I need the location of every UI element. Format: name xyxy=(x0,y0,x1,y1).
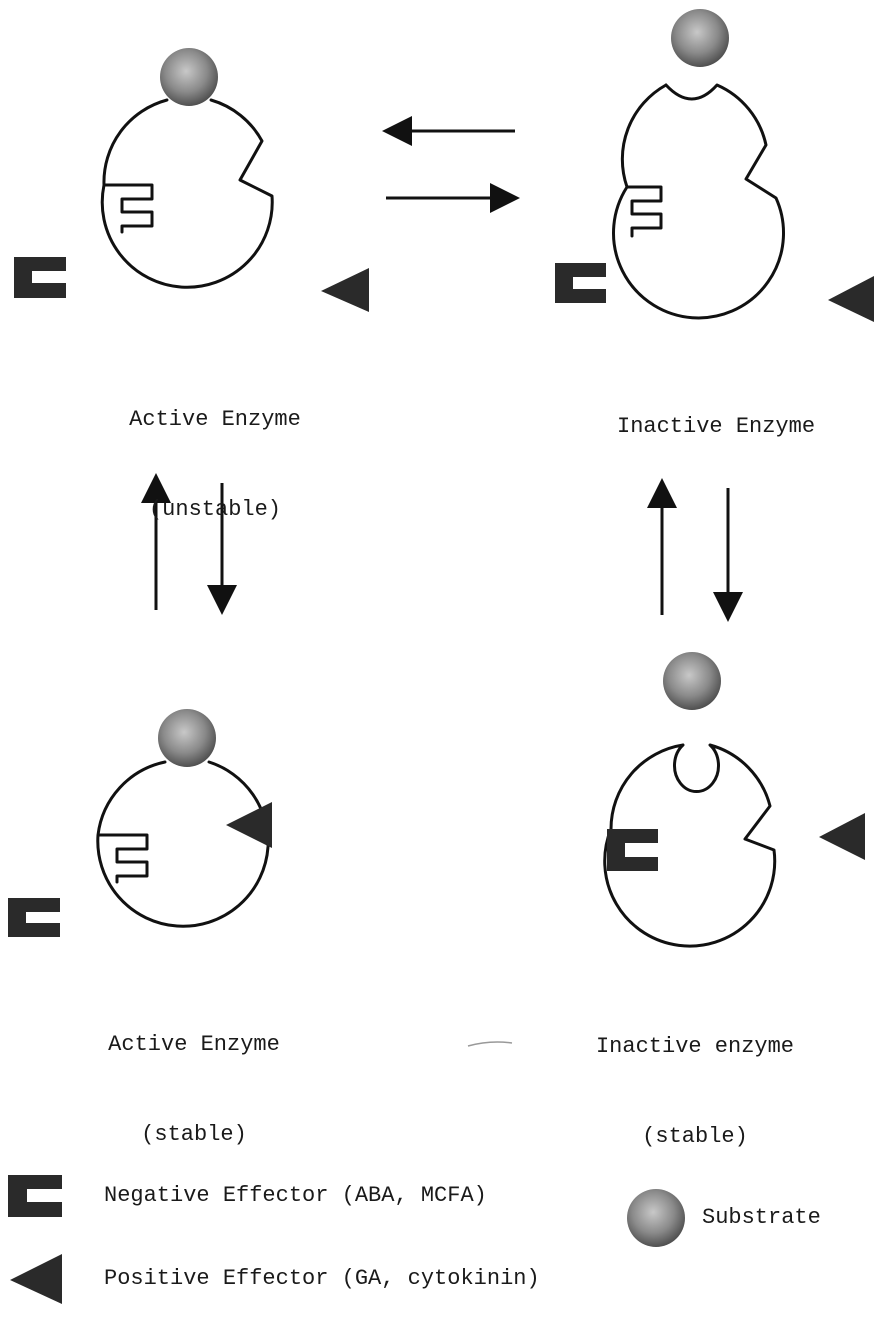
legend-substrate-label: Substrate xyxy=(702,1203,821,1233)
state-label-active-stable: Active Enzyme (stable) xyxy=(108,970,280,1180)
state-subtitle: (stable) xyxy=(596,1122,794,1152)
positive-effector-icon xyxy=(828,276,874,322)
enzyme-icon xyxy=(614,85,784,318)
positive-effector-icon xyxy=(10,1254,62,1304)
substrate-icon xyxy=(671,9,729,67)
substrate-icon xyxy=(158,709,216,767)
enzyme-icon xyxy=(102,100,272,287)
state-title: Inactive Enzyme xyxy=(617,412,815,442)
positive-effector-icon xyxy=(321,268,369,312)
inactive-enzyme-stable xyxy=(605,652,865,946)
substrate-icon xyxy=(627,1189,685,1247)
negative-effector-icon xyxy=(607,829,658,871)
inactive-enzyme xyxy=(555,9,874,322)
scan-mark xyxy=(468,1042,512,1046)
negative-effector-icon xyxy=(8,898,60,937)
substrate-icon xyxy=(160,48,218,106)
legend-positive-label: Positive Effector (GA, cytokinin) xyxy=(104,1264,540,1294)
substrate-icon xyxy=(663,652,721,710)
state-subtitle: (unstable) xyxy=(129,495,301,525)
active-enzyme-stable xyxy=(8,709,272,937)
negative-effector-icon xyxy=(14,257,66,298)
active-enzyme-unstable xyxy=(14,48,369,312)
enzyme-icon xyxy=(605,745,775,946)
state-label-inactive-stable: Inactive enzyme (stable) xyxy=(596,972,794,1182)
state-title: Active Enzyme xyxy=(129,405,301,435)
equilibrium-arrows-right xyxy=(662,488,728,615)
positive-effector-icon xyxy=(819,813,865,860)
negative-effector-icon xyxy=(555,263,606,303)
enzyme-icon xyxy=(98,762,268,926)
state-title: Active Enzyme xyxy=(108,1030,280,1060)
equilibrium-arrows-top xyxy=(386,131,515,198)
state-title: Inactive enzyme xyxy=(596,1032,794,1062)
state-label-inactive: Inactive Enzyme xyxy=(617,352,815,472)
legend-negative-label: Negative Effector (ABA, MCFA) xyxy=(104,1181,487,1211)
state-label-active-unstable: Active Enzyme (unstable) xyxy=(129,345,301,555)
positive-effector-icon xyxy=(226,802,272,848)
state-subtitle: (stable) xyxy=(108,1120,280,1150)
negative-effector-icon xyxy=(8,1175,62,1217)
